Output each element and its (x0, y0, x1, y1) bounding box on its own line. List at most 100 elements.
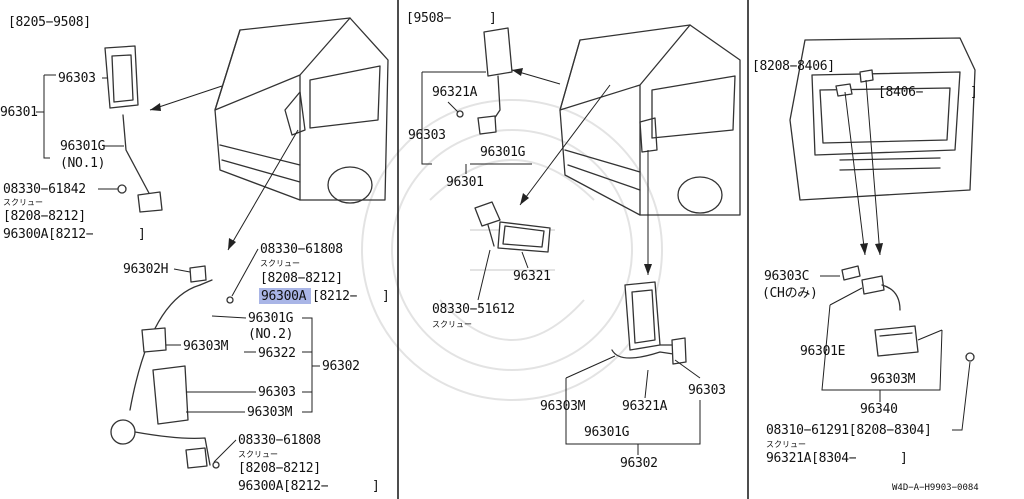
screw-part-number: 08310−61291[8208−8304] (766, 423, 932, 438)
arrow-line (844, 91, 866, 256)
screw-alt-part: 96300A[8212− (238, 479, 329, 494)
part-label-96303: 96303 (258, 385, 296, 400)
watermark-emblem (361, 99, 663, 401)
part-label-96301g: 96301G (480, 145, 526, 160)
bracket-close: ] (372, 479, 380, 494)
leader-line (521, 251, 529, 269)
part-label-96301g: 96301G (248, 311, 294, 326)
arrow-line (519, 84, 611, 206)
van-front-illustration-mid (559, 24, 741, 216)
screw-kana-label: スクリュー (3, 198, 43, 207)
part-label-96303m: 96303M (247, 405, 293, 420)
screw-icon (965, 352, 975, 362)
arrow-head (150, 103, 161, 111)
bracket-close: ] (138, 227, 146, 242)
leader-line (644, 369, 649, 399)
diagram-code: W4D−A−H9903−0084 (892, 483, 979, 493)
part-label-96303c: 96303C (764, 269, 809, 284)
leader-line (231, 248, 259, 297)
arrow-head (860, 243, 868, 255)
screw-date-range: [8208−8212] (238, 461, 321, 476)
part-label-96302: 96302 (620, 456, 658, 471)
part-label-96303: 96303 (408, 128, 446, 143)
screw-part-number: 08330−61808 (238, 433, 321, 448)
leader-line (565, 355, 616, 379)
date-range-label: [8406− (878, 85, 924, 100)
part-label-96303: 96303 (688, 383, 726, 398)
screw-part-number: 08330−61808 (260, 242, 343, 257)
part-label-96303m: 96303M (870, 372, 916, 387)
part-label-96301e: 96301E (800, 344, 845, 359)
arrow-head (644, 264, 652, 275)
part-label-96302: 96302 (322, 359, 360, 374)
screw-part-number: 08330−61842 (3, 182, 86, 197)
arrow-line (227, 129, 299, 251)
screw-part-number: 08330−51612 (432, 302, 515, 317)
bracket-close: ] (382, 289, 390, 304)
arrow-head (875, 243, 883, 255)
screw-icon (456, 110, 464, 118)
screw-kana-label: スクリュー (238, 450, 278, 459)
date-range-label: [8205−9508] (8, 15, 91, 30)
part-label-96301g: 96301G (60, 139, 106, 154)
screw-icon (212, 461, 220, 469)
screw-icon (117, 184, 127, 194)
leader-line (829, 287, 863, 306)
leader-line (674, 359, 701, 379)
highlighted-part-96300a: 96300A (261, 289, 307, 304)
highlight-box (259, 288, 311, 304)
part-label-96301g: 96301G (584, 425, 630, 440)
variant-label: (CHのみ) (762, 286, 818, 301)
part-label-96301: 96301 (0, 105, 38, 120)
mirror-no2-illustration (110, 265, 213, 469)
leader-line (952, 361, 971, 431)
part-label-96322: 96322 (258, 346, 296, 361)
arrow-head (512, 68, 523, 76)
leader-line (211, 315, 247, 319)
bracket-line (43, 75, 50, 159)
mirror-96321-illustration (474, 201, 551, 253)
part-label-96303: 96303 (58, 71, 96, 86)
arrow-line (149, 85, 223, 111)
part-label-96321a: 96321A (622, 399, 668, 414)
arrow-head (228, 238, 236, 250)
screw-alt-part: 96300A[8212− (3, 227, 94, 242)
bracket-close: ] (489, 11, 497, 26)
date-range-label: [8208−8406] (752, 59, 835, 74)
variant-label: (NO.1) (60, 156, 105, 171)
leader-line (173, 268, 191, 273)
bracket-close: ] (970, 85, 978, 100)
leader-line (477, 249, 491, 301)
screw-kana-label: スクリュー (260, 259, 300, 268)
part-label-96302h: 96302H (123, 262, 168, 277)
screw-kana-label: スクリュー (766, 440, 806, 449)
leader-line (447, 101, 459, 113)
screw-alt-date: [8212− (312, 289, 358, 304)
mirror-no1-illustration (104, 45, 163, 213)
screw-date-range: [8208−8212] (260, 271, 343, 286)
part-label-96301: 96301 (446, 175, 484, 190)
part-label-96321a: 96321A (432, 85, 478, 100)
leader-line (917, 329, 943, 341)
screw-alt-part: 96321A[8304− (766, 451, 857, 466)
variant-label: (NO.2) (248, 327, 293, 342)
bracket-close: ] (900, 451, 908, 466)
van-front-illustration-left (214, 17, 389, 204)
part-label-96321: 96321 (513, 269, 551, 284)
screw-date-range: [8208−8212] (3, 209, 86, 224)
part-label-96303m: 96303M (540, 399, 586, 414)
arrow-head (520, 193, 529, 205)
part-label-96303m: 96303M (183, 339, 229, 354)
part-label-96340: 96340 (860, 402, 898, 417)
mirror-top-mid-illustration (477, 27, 513, 135)
bracket-line (421, 72, 432, 165)
bracket-line (565, 378, 701, 445)
screw-kana-label: スクリュー (432, 320, 472, 329)
date-range-label: [9508− (406, 11, 452, 26)
leader-line (213, 439, 237, 463)
bracket-line (302, 317, 313, 413)
license-lamp-illustration (841, 265, 919, 357)
arrow-line (865, 79, 881, 256)
